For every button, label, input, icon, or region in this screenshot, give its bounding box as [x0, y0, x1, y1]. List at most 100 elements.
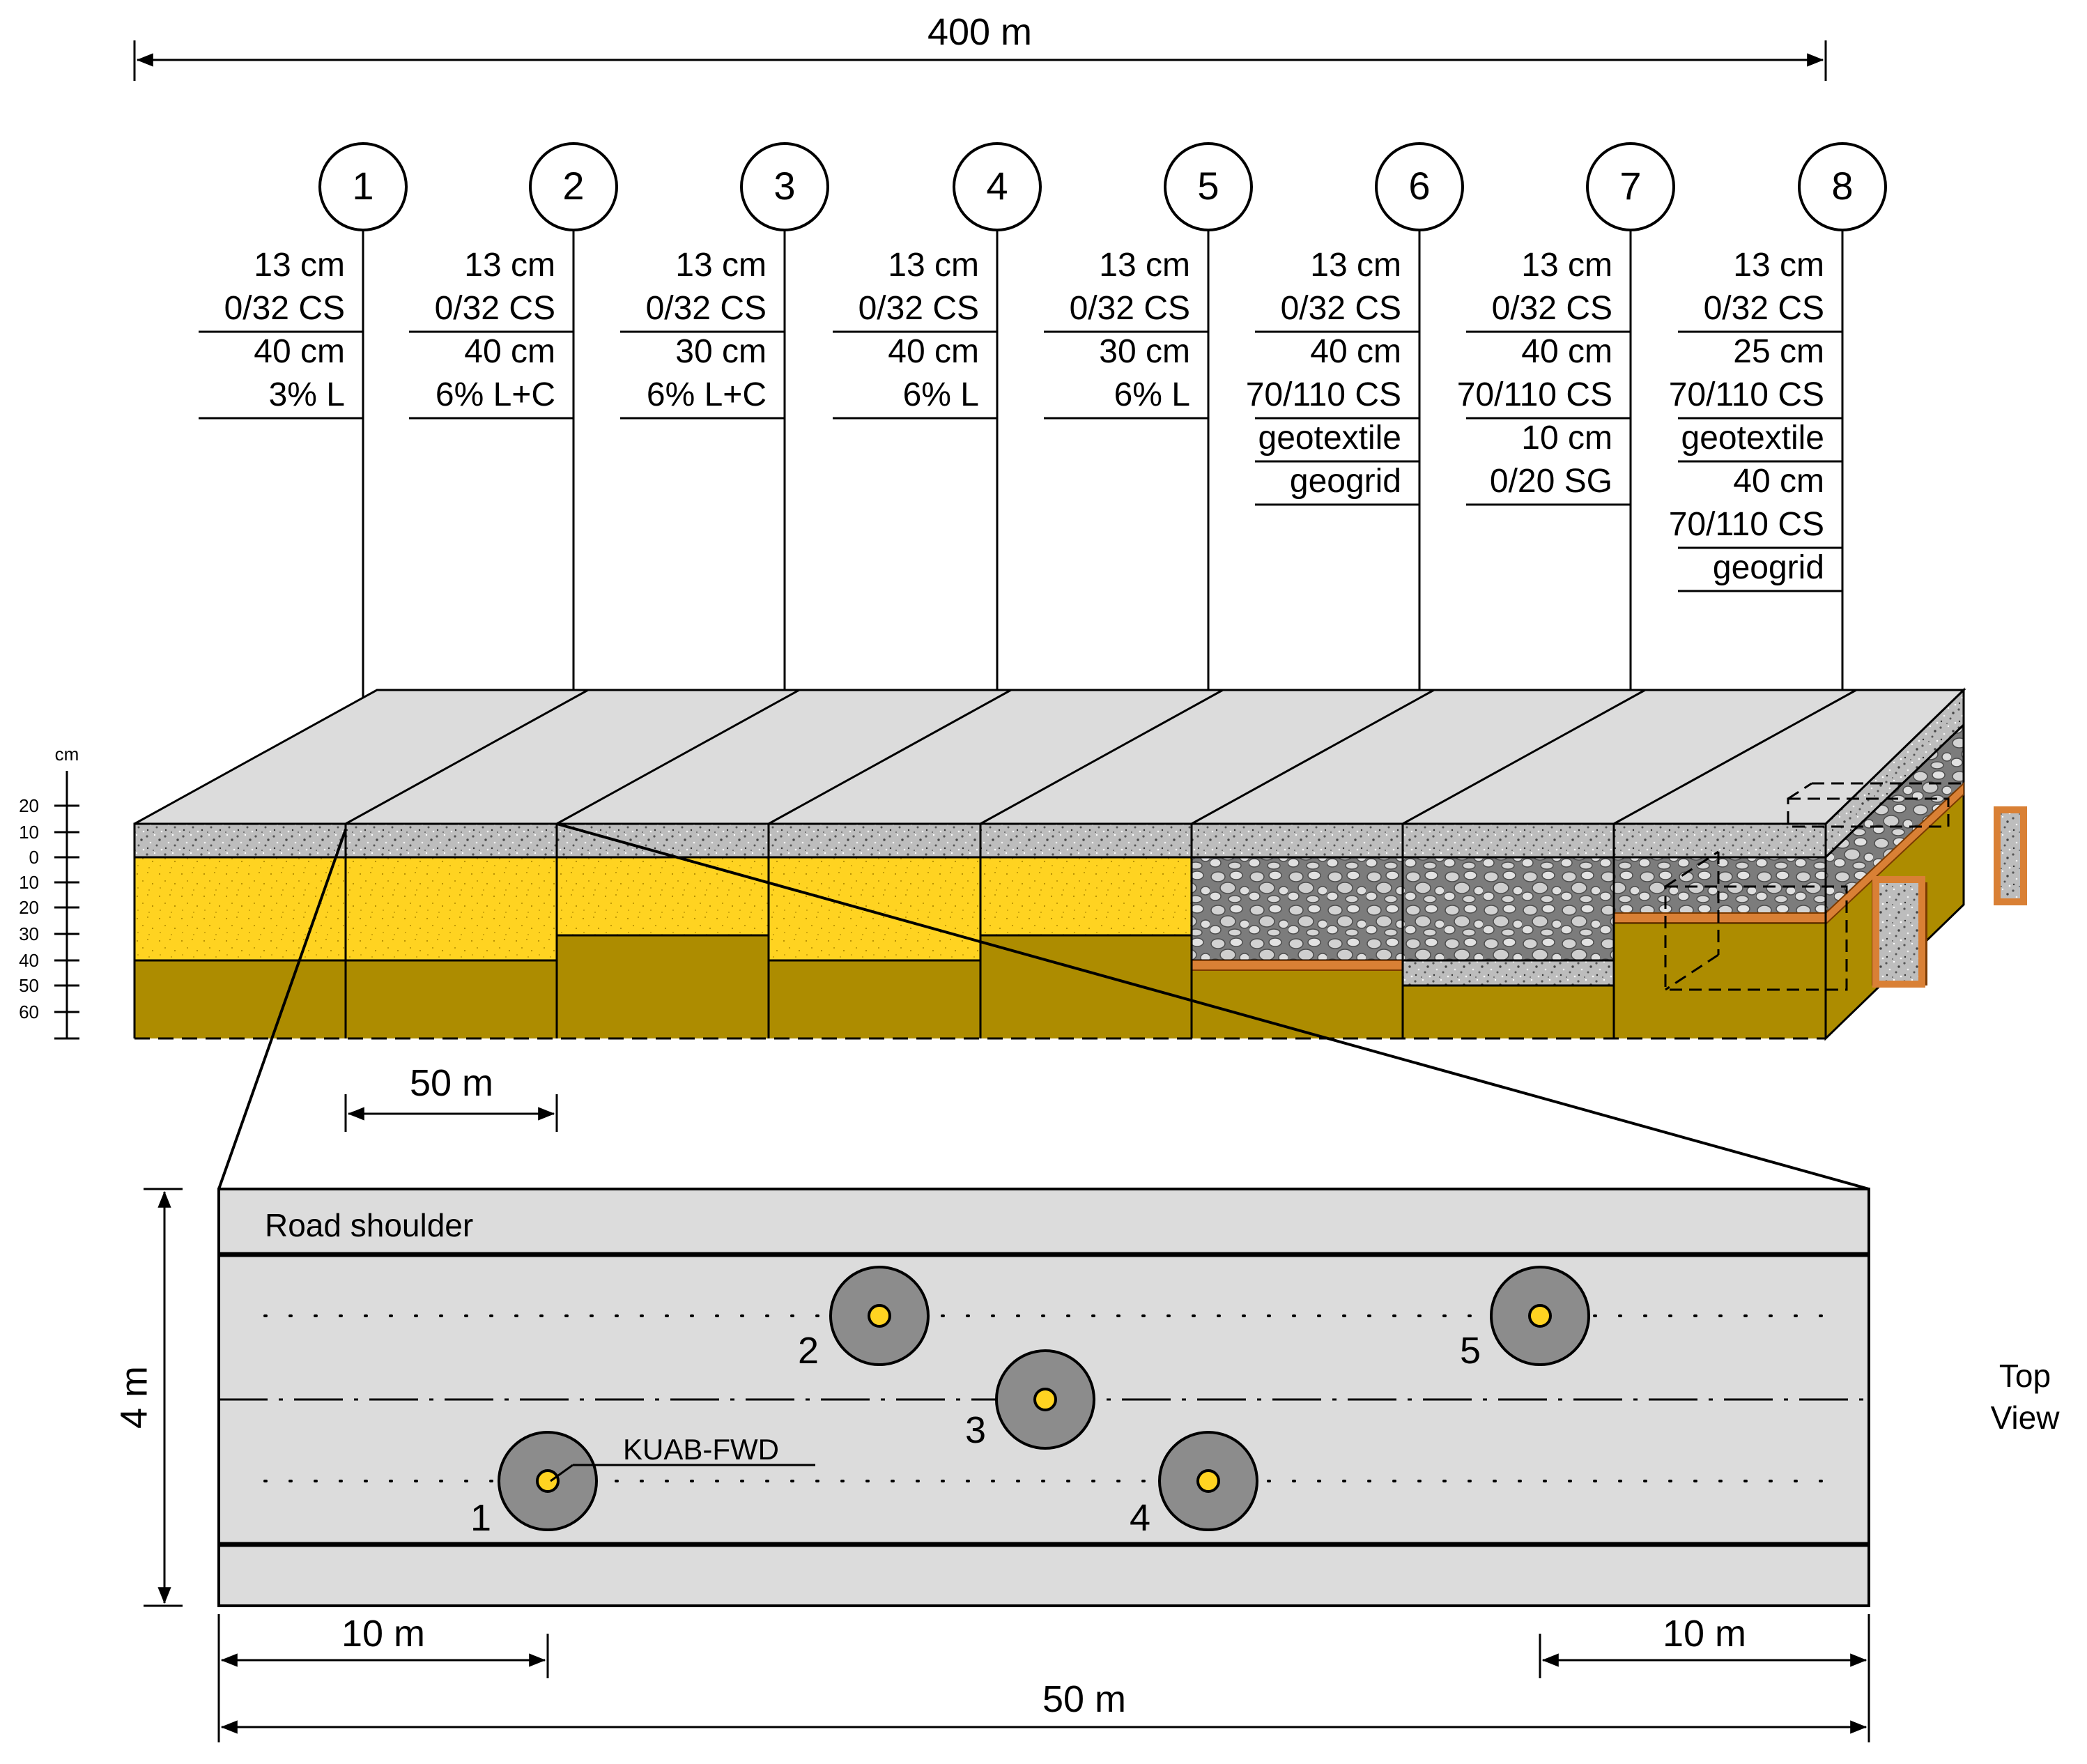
fwd-point-3: 3	[965, 1349, 1095, 1451]
section-5-layer-label: 6% L	[1114, 376, 1190, 413]
section-3-number: 3	[773, 164, 795, 208]
section-4-layer-label: 0/32 CS	[858, 290, 979, 327]
section-8-layer-label: 70/110 CS	[1669, 376, 1824, 413]
section-4-layer-label: 40 cm	[888, 333, 979, 370]
section-6-layer-label: 0/32 CS	[1281, 290, 1401, 327]
section-8-layer-label: geogrid	[1713, 549, 1824, 586]
section-8-trench-outline	[1664, 782, 1964, 991]
section-length-dimension: 50 m	[344, 1062, 558, 1132]
depth-tick-label: 10	[19, 872, 39, 893]
section-8-layer-label: 13 cm	[1733, 247, 1824, 284]
depth-tick-label: 20	[19, 897, 39, 918]
section-6-layer-label: 13 cm	[1310, 247, 1401, 284]
kuab-leader-tick	[550, 1464, 573, 1482]
projection-line-left	[217, 829, 347, 1190]
top-view-length-label: 50 m	[1042, 1678, 1126, 1720]
offset-left-label: 10 m	[341, 1613, 425, 1655]
section-3-layer-label: 13 cm	[675, 247, 767, 284]
section-7-layer-label: 70/110 CS	[1457, 376, 1612, 413]
section-1-layer-label: 0/32 CS	[224, 290, 345, 327]
section-6-layer-label: geotextile	[1258, 420, 1401, 457]
depth-tick-label: 60	[19, 1002, 39, 1022]
block-top-surface	[134, 689, 1966, 825]
section-3-layer-label: 30 cm	[675, 333, 767, 370]
fwd-sensor	[1528, 1304, 1552, 1328]
section-4-callout: 4 13 cm 0/32 CS 40 cm 6% L	[833, 142, 1042, 770]
fwd-point-5: 5	[1460, 1266, 1590, 1372]
depth-tick-label: 20	[19, 795, 39, 816]
section-8-layer-label: geotextile	[1681, 420, 1824, 457]
fwd-point-number: 1	[470, 1497, 491, 1539]
section-7-layer-label: 0/32 CS	[1492, 290, 1612, 327]
section-3-layer-label: 0/32 CS	[646, 290, 767, 327]
section-5-layer-label: 13 cm	[1099, 247, 1190, 284]
section-3-layer-label: 6% L+C	[647, 376, 767, 413]
section-7-coarse-stone-layer	[1401, 856, 1615, 962]
kuab-fwd-label: KUAB-FWD	[623, 1433, 779, 1466]
section-6-layer-label: 40 cm	[1310, 333, 1401, 370]
depth-tick-label: 40	[19, 950, 39, 971]
section-4-layer-label: 13 cm	[888, 247, 979, 284]
projection-line-right	[556, 822, 1870, 1190]
fwd-point-number: 2	[798, 1330, 819, 1372]
width-label: 4 m	[113, 1366, 155, 1429]
section-8-layer-label: 25 cm	[1733, 333, 1824, 370]
road-shoulder-label: Road shoulder	[265, 1207, 473, 1243]
section-6-layer-label: 70/110 CS	[1246, 376, 1401, 413]
pavement-3d-block	[133, 687, 2027, 1041]
fwd-point-4: 4	[1130, 1431, 1258, 1539]
section-8-callout: 8 13 cm 0/32 CS 25 cm 70/110 CS geotextile 40 …	[1669, 142, 1887, 770]
fwd-sensor	[1196, 1469, 1220, 1493]
fwd-sensor	[536, 1469, 560, 1493]
fwd-points: 1 2 3 4 5	[470, 1266, 1590, 1539]
section-8-layer-label: 0/32 CS	[1704, 290, 1824, 327]
section-length-label: 50 m	[410, 1062, 493, 1104]
fwd-point-number: 3	[965, 1409, 986, 1451]
overall-length-label: 400 m	[927, 11, 1032, 53]
fwd-point-number: 5	[1460, 1330, 1481, 1372]
section-6-geotextile	[1191, 960, 1403, 971]
section-8-geotextile	[1613, 912, 1826, 923]
top-view-label-line1: Top	[1999, 1358, 2051, 1394]
section-1-stabilised-layer	[133, 856, 347, 962]
fwd-point-1: 1	[470, 1431, 598, 1539]
section-8-number: 8	[1831, 164, 1853, 208]
depth-unit-label: cm	[55, 744, 79, 765]
fwd-point-2: 2	[798, 1266, 930, 1372]
section-3-stabilised-layer	[555, 856, 770, 937]
section-1-number: 1	[352, 164, 373, 208]
fwd-sensor	[868, 1304, 891, 1328]
depth-tick-label: 0	[29, 847, 39, 868]
section-2-number: 2	[562, 164, 584, 208]
top-view-label-line2: View	[1991, 1399, 2061, 1436]
section-2-layer-label: 0/32 CS	[435, 290, 555, 327]
section-7-layer-label: 0/20 SG	[1490, 463, 1612, 500]
overall-length-dimension: 400 m	[133, 11, 1827, 81]
section-1-layer-label: 13 cm	[254, 247, 345, 284]
section-8-trench-rear	[1994, 806, 2027, 905]
fwd-point-number: 4	[1130, 1497, 1150, 1539]
section-5-layer-label: 30 cm	[1099, 333, 1190, 370]
section-7-layer-label: 40 cm	[1521, 333, 1612, 370]
section-8-trench-front	[1872, 876, 1925, 988]
section-7-sand-gravel-layer	[1401, 959, 1615, 987]
section-4-number: 4	[986, 164, 1008, 208]
fwd-sensor	[1033, 1388, 1057, 1411]
offset-right-label: 10 m	[1663, 1613, 1746, 1655]
section-4-layer-label: 6% L	[903, 376, 979, 413]
section-7-layer-label: 13 cm	[1521, 247, 1612, 284]
section-6-coarse-stone-layer	[1190, 856, 1404, 962]
section-8-layer-label: 70/110 CS	[1669, 506, 1824, 543]
section-8-layer-label: 40 cm	[1733, 463, 1824, 500]
section-7-number: 7	[1619, 164, 1641, 208]
section-2-layer-label: 6% L+C	[436, 376, 555, 413]
section-dividers	[133, 689, 1857, 1038]
section-5-number: 5	[1197, 164, 1219, 208]
